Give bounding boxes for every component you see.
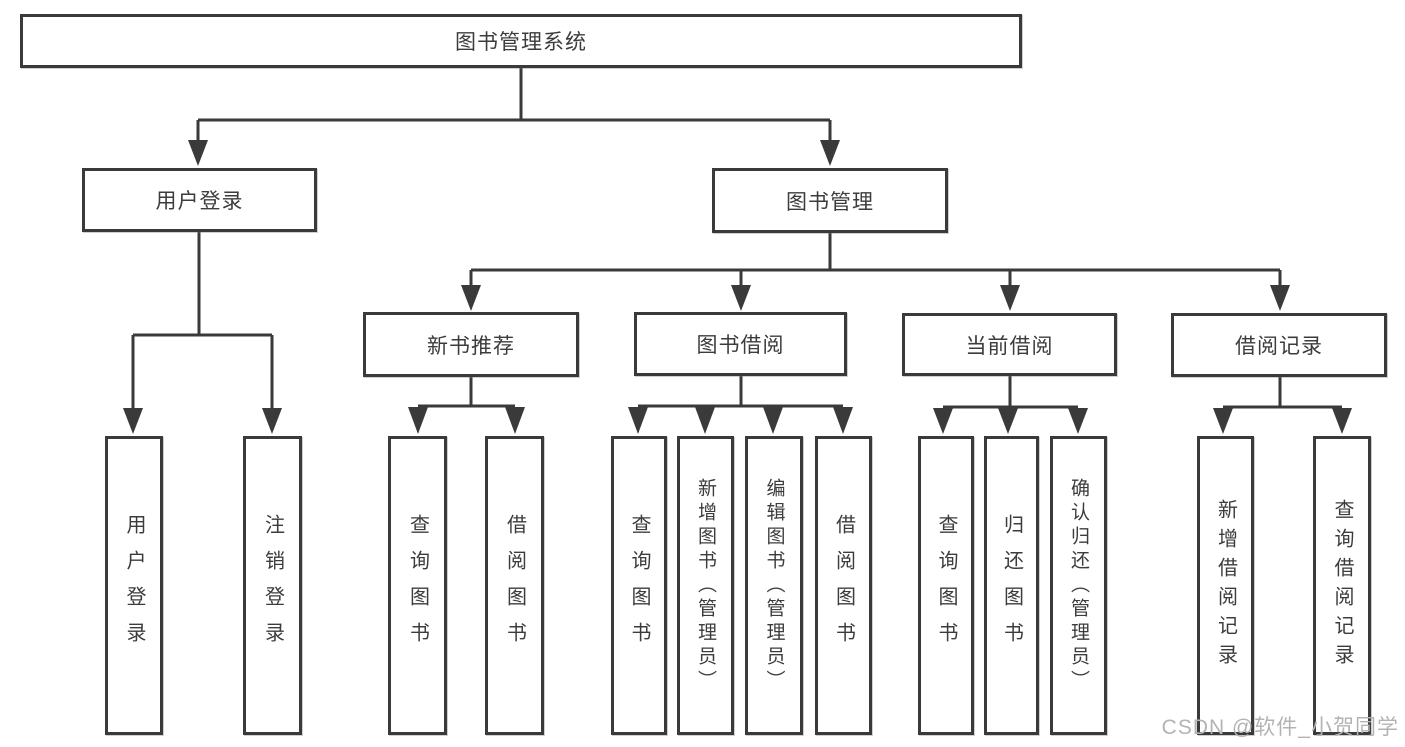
node-user-login: 用户登录 <box>82 168 317 232</box>
leaf-borrow-books-recommend: 借阅图书 <box>485 436 544 735</box>
connector-borrow-record-to-leaves <box>1213 377 1352 434</box>
node-book-borrowing: 图书借阅 <box>634 312 847 376</box>
connector-book-management-to-level3 <box>461 233 1290 311</box>
leaf-logout-login-label: 注销登录 <box>261 513 284 658</box>
leaf-edit-books-admin-label: 编辑图书（管理员） <box>763 477 785 694</box>
node-book-management: 图书管理 <box>712 168 948 233</box>
leaf-query-books-recommend-label: 查询图书 <box>406 513 429 658</box>
node-current-borrowing-label: 当前借阅 <box>965 334 1054 358</box>
leaf-return-books-label: 归还图书 <box>1000 513 1023 658</box>
node-new-book-recommendation-label: 新书推荐 <box>427 334 515 358</box>
leaf-return-books: 归还图书 <box>984 436 1039 735</box>
leaf-query-books-recommend: 查询图书 <box>388 436 447 735</box>
root-node: 图书管理系统 <box>20 14 1022 68</box>
leaf-user-login-label: 用户登录 <box>123 513 145 658</box>
leaf-borrow-books: 借阅图书 <box>815 436 872 735</box>
leaf-borrow-books-label: 借阅图书 <box>832 513 855 658</box>
leaf-borrow-books-recommend-label: 借阅图书 <box>503 513 526 658</box>
leaf-edit-books-admin: 编辑图书（管理员） <box>745 436 803 735</box>
leaf-user-login: 用户登录 <box>105 436 163 735</box>
node-book-borrowing-label: 图书借阅 <box>696 334 785 357</box>
leaf-add-borrow-record-label: 新增借阅记录 <box>1214 498 1237 673</box>
leaf-confirm-return-admin: 确认归还（管理员） <box>1050 436 1107 735</box>
node-user-login-label: 用户登录 <box>155 190 244 213</box>
watermark: CSDN @软件_小贺同学 <box>1161 716 1399 739</box>
connector-current-borrow-to-leaves <box>933 376 1088 434</box>
node-current-borrowing: 当前借阅 <box>902 313 1117 376</box>
node-borrowing-records: 借阅记录 <box>1171 313 1387 377</box>
leaf-query-borrow-record: 查询借阅记录 <box>1313 436 1371 735</box>
leaf-logout-login: 注销登录 <box>243 436 302 735</box>
node-borrowing-records-label: 借阅记录 <box>1235 335 1323 358</box>
leaf-query-borrow-record-label: 查询借阅记录 <box>1331 498 1353 673</box>
leaf-add-books-admin: 新增图书（管理员） <box>677 436 734 735</box>
root-node-label: 图书管理系统 <box>455 31 587 54</box>
connector-new-book-to-leaves <box>408 377 525 434</box>
connector-user-login-to-leaves <box>123 232 282 434</box>
leaf-add-borrow-record: 新增借阅记录 <box>1197 436 1254 735</box>
node-new-book-recommendation: 新书推荐 <box>363 312 579 377</box>
connector-root-to-level2 <box>188 68 840 166</box>
leaf-query-books-borrow-label: 查询图书 <box>628 513 650 658</box>
leaf-confirm-return-admin-label: 确认归还（管理员） <box>1068 477 1089 694</box>
leaf-query-books-borrow: 查询图书 <box>611 436 667 735</box>
leaf-query-books-current: 查询图书 <box>918 436 974 735</box>
leaf-query-books-current-label: 查询图书 <box>935 513 957 658</box>
node-book-management-label: 图书管理 <box>786 190 874 214</box>
leaf-add-books-admin-label: 新增图书（管理员） <box>695 477 716 694</box>
connector-book-borrow-to-leaves <box>628 376 853 434</box>
